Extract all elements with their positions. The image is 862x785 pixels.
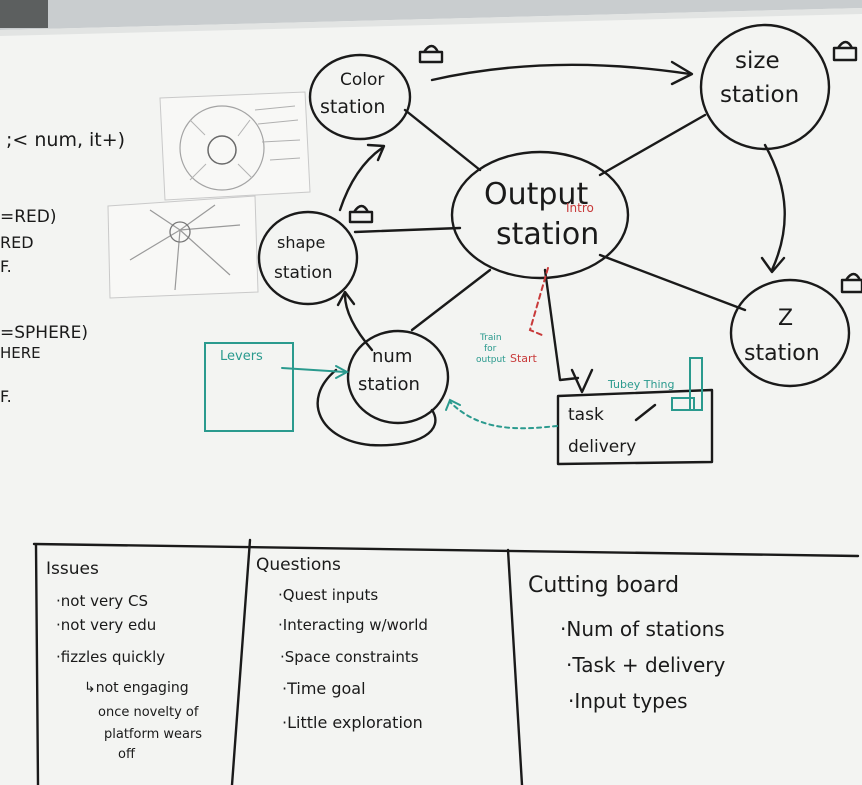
svg-text:station: station <box>274 263 333 283</box>
svg-text:task: task <box>568 405 604 425</box>
svg-text:for: for <box>484 344 497 354</box>
svg-text:Levers: Levers <box>220 349 263 364</box>
lock-icon <box>418 44 444 64</box>
svg-text:Tubey Thing: Tubey Thing <box>607 378 674 391</box>
svg-text:station: station <box>496 217 599 252</box>
train-start: Train for output Start <box>476 267 549 365</box>
svg-text:Output: Output <box>484 177 588 212</box>
left-text-6: HERE <box>0 344 41 362</box>
z-station: Z station <box>729 278 851 388</box>
notes-table <box>32 538 860 785</box>
svg-text:shape: shape <box>277 233 325 252</box>
svg-text:·Quest inputs: ·Quest inputs <box>278 586 378 604</box>
left-text-4: F. <box>0 257 12 276</box>
left-text-5: =SPHERE) <box>0 323 88 343</box>
connections <box>316 60 786 447</box>
left-text-2: =RED) <box>0 207 57 227</box>
tubey-thing: Tubey Thing <box>607 357 703 411</box>
svg-text:output: output <box>476 355 506 365</box>
num-station: num station <box>346 329 450 425</box>
svg-text:↳not engaging: ↳not engaging <box>84 680 189 696</box>
svg-text:·Space constraints: ·Space constraints <box>280 648 419 666</box>
svg-text:size: size <box>735 48 780 74</box>
lock-icon <box>832 40 858 62</box>
sketch-paper-bottom <box>107 195 259 299</box>
sketch-paper-top <box>159 91 311 201</box>
svg-text:Start: Start <box>510 352 538 365</box>
size-station: size station <box>699 23 831 151</box>
svg-text:num: num <box>372 346 412 367</box>
svg-text:delivery: delivery <box>568 437 636 457</box>
shape-station: shape station <box>257 210 359 306</box>
svg-text:platform wears: platform wears <box>104 727 202 742</box>
issues-column: Issues ·not very CS ·not very edu ·fizzl… <box>46 559 202 762</box>
left-text-1: ;< num, it+) <box>6 129 125 151</box>
issues-title: Issues <box>46 559 99 579</box>
svg-text:station: station <box>358 374 420 395</box>
svg-text:once novelty of: once novelty of <box>98 705 199 720</box>
output-station: Output station Intro <box>450 150 630 280</box>
svg-text:Z: Z <box>778 306 793 331</box>
svg-text:station: station <box>744 341 820 366</box>
cutting-board-column: Cutting board ·Num of stations ·Task + d… <box>528 573 725 713</box>
svg-text:·not very CS: ·not very CS <box>56 592 148 610</box>
svg-text:station: station <box>320 96 385 118</box>
svg-text:·Little exploration: ·Little exploration <box>282 713 423 732</box>
svg-text:·Interacting w/world: ·Interacting w/world <box>278 616 428 634</box>
whiteboard-surface <box>0 8 862 785</box>
svg-text:·Num of stations: ·Num of stations <box>560 617 725 641</box>
left-text-7: F. <box>0 387 12 406</box>
task-delivery-box: task delivery <box>445 388 714 466</box>
svg-text:station: station <box>720 82 799 108</box>
color-station: Color station <box>308 53 412 141</box>
questions-title: Questions <box>256 555 341 575</box>
svg-text:Color: Color <box>340 70 384 90</box>
svg-text:·Task + delivery: ·Task + delivery <box>566 653 725 677</box>
svg-text:·Time goal: ·Time goal <box>282 679 366 698</box>
svg-text:·fizzles quickly: ·fizzles quickly <box>56 648 165 666</box>
svg-text:·not very edu: ·not very edu <box>56 616 156 634</box>
svg-text:·Input types: ·Input types <box>568 689 688 713</box>
svg-text:Train: Train <box>479 333 502 343</box>
cutting-title: Cutting board <box>528 573 679 598</box>
svg-text:off: off <box>118 747 136 762</box>
questions-column: Questions ·Quest inputs ·Interacting w/w… <box>256 555 428 732</box>
intro-note: Intro <box>566 201 594 215</box>
lock-icon <box>348 204 374 224</box>
lock-icon <box>840 272 862 294</box>
left-text-3: RED <box>0 233 34 252</box>
levers-box: Levers <box>204 342 350 432</box>
